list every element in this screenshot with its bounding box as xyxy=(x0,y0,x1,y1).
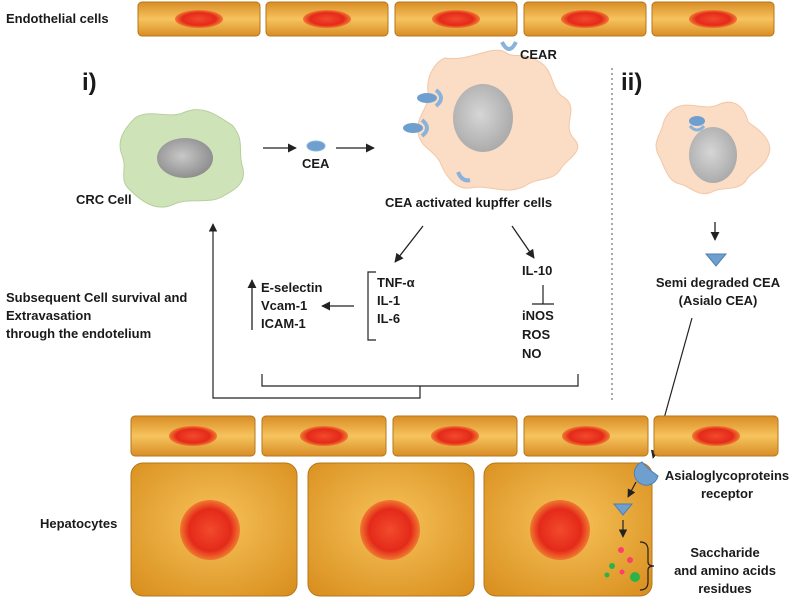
inos-label: iNOS xyxy=(522,308,554,323)
cear-label: CEAR xyxy=(520,47,557,62)
asialo-cea-icon xyxy=(704,253,728,267)
kupffer-cell xyxy=(403,49,579,191)
cytokine-bracket xyxy=(367,271,376,341)
semi-degraded-label-line1: Semi degraded CEA xyxy=(655,275,781,290)
activated-kupffer-label: CEA activated kupffer cells xyxy=(385,195,553,210)
il1-label: IL-1 xyxy=(377,293,401,308)
cea-label: CEA xyxy=(302,156,330,171)
arrow-to-tnf xyxy=(394,225,424,263)
kupffer-cell-ii xyxy=(655,101,771,195)
survival-label-line3: through the endotelium xyxy=(6,326,152,341)
il6-label: IL-6 xyxy=(377,311,401,326)
vcam-label: Vcam-1 xyxy=(261,298,308,313)
asialo-receptor-label-line1: Asialoglycoproteins xyxy=(664,468,790,483)
il10-label: IL-10 xyxy=(522,263,553,278)
tnf-label: TNF-α xyxy=(377,275,415,290)
residues-brace xyxy=(639,541,655,591)
eselectin-label: E-selectin xyxy=(261,280,323,295)
return-arrow-path xyxy=(208,223,421,399)
residues-label-line2: and amino acids xyxy=(674,563,776,578)
internalized-asialo-cea-icon xyxy=(612,503,634,516)
survival-label-line1: Subsequent Cell survival and xyxy=(6,290,188,305)
asialo-receptor-label-line2: receptor xyxy=(700,486,754,501)
asialoglycoprotein-receptor-icon xyxy=(633,461,659,486)
cea-molecule xyxy=(306,140,326,152)
crc-cell xyxy=(119,109,244,208)
residues-label-line3: residues xyxy=(698,581,752,596)
cear-receptor-icon xyxy=(500,41,518,51)
endothelial-cells-label: Endothelial cells xyxy=(6,11,109,26)
arrow-to-il10 xyxy=(511,225,535,259)
arrow-receptor-internalize xyxy=(627,481,637,498)
residues-label-line1: Saccharide xyxy=(690,545,760,560)
crc-cell-label: CRC Cell xyxy=(76,192,132,207)
survival-label-line2: Extravasation xyxy=(6,308,92,323)
panel-i-label: i) xyxy=(82,69,97,96)
top-endothelial-layer xyxy=(137,1,775,37)
bottom-endothelial-layer xyxy=(130,415,779,457)
panel-ii-label: ii) xyxy=(621,69,643,96)
bottom-brace xyxy=(261,374,579,392)
no-label: NO xyxy=(522,346,542,361)
hepatocyte-row xyxy=(130,462,653,597)
icam-label: ICAM-1 xyxy=(261,316,306,331)
hepatocytes-label: Hepatocytes xyxy=(40,516,118,531)
semi-degraded-label-line2: (Asialo CEA) xyxy=(678,293,758,308)
ros-label: ROS xyxy=(522,327,551,342)
residue-dots xyxy=(604,547,640,582)
